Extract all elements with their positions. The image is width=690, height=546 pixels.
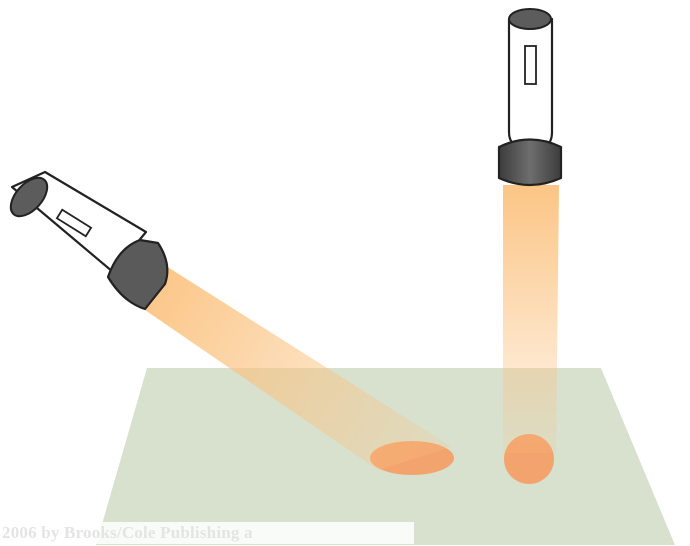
vertical-flashlight-switch <box>524 45 537 85</box>
angled-flashlight-end-cap <box>9 176 49 218</box>
angled-light-beam <box>145 266 452 470</box>
copyright-watermark: 2006 by Brooks/Cole Publishing a <box>0 522 414 544</box>
vertical-flashlight-end-cap <box>508 8 552 30</box>
angled-flashlight-switch <box>55 208 93 238</box>
angled-flashlight-head <box>106 238 169 311</box>
vertical-flashlight-head <box>497 138 563 187</box>
angled-flashlight <box>9 170 169 311</box>
vertical-flashlight <box>497 8 563 187</box>
vertical-light-beam <box>503 185 559 453</box>
